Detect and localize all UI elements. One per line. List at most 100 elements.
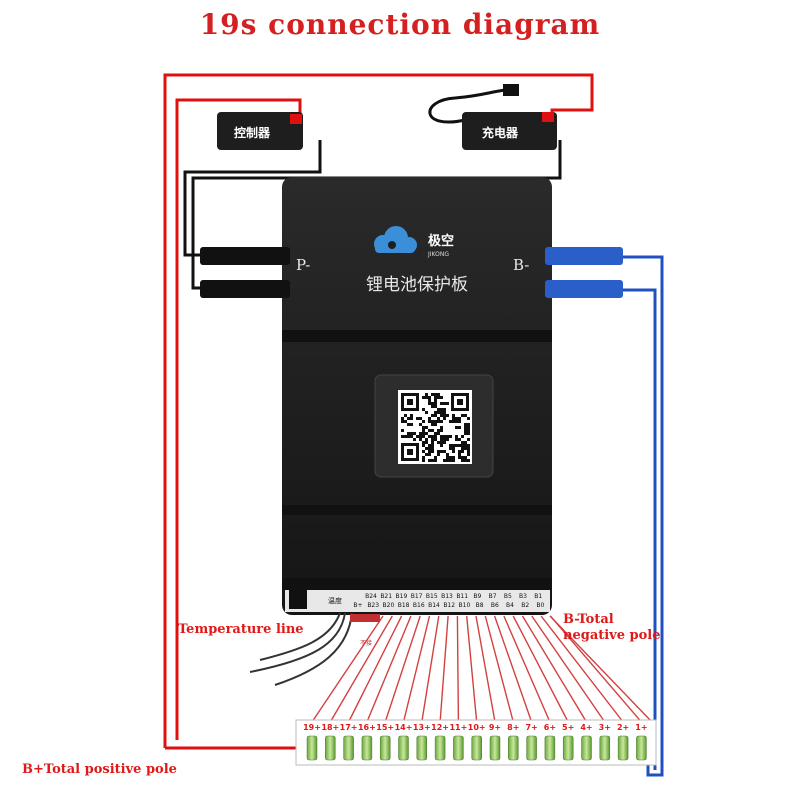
cell-terminal-label: 18+ (321, 723, 339, 732)
balance-wire (512, 615, 569, 723)
pin-label-bottom: B0 (536, 602, 544, 609)
b-total-positive-label: B+Total positive pole (22, 762, 177, 777)
b-minus-label: B- (513, 256, 529, 274)
cell-terminal-label: 2+ (617, 723, 629, 732)
brand-en: JIKONG (427, 251, 449, 258)
b-plus-red-wire (163, 73, 594, 748)
balance-wire (531, 615, 606, 723)
cell-terminal-label: 19+ (303, 723, 321, 732)
b-minus-cable-2 (545, 280, 623, 298)
pin-label-bottom: B4 (506, 602, 514, 609)
cell-terminal-label: 1+ (635, 723, 647, 732)
battery-cell (306, 735, 318, 761)
pin-label-top: B5 (504, 593, 512, 600)
pin-label-bottom: B16 (413, 602, 425, 609)
pin-label-top: B17 (411, 593, 423, 600)
balance-wire (503, 615, 551, 723)
balance-wire (421, 615, 440, 723)
pin-label-bottom: B23 (367, 602, 379, 609)
p-minus-cable-2 (200, 280, 290, 298)
battery-cell (379, 735, 391, 761)
temperature-line-label: Temperature line (178, 622, 304, 637)
pin-label-bottom: B12 (443, 602, 455, 609)
battery-cell (617, 735, 629, 761)
charger-box: 充电器 (428, 84, 557, 150)
battery-pack: 19+18+17+16+15+14+13+12+11+10+9+8+7+6+5+… (295, 719, 657, 766)
balance-wire-b0 (549, 615, 653, 723)
balance-wire (439, 615, 449, 723)
cell-terminal-label: 17+ (340, 723, 358, 732)
battery-cell (562, 735, 574, 761)
balance-wire (347, 615, 403, 723)
pin-label-bottom: B6 (491, 602, 499, 609)
p-minus-black-wire-1 (183, 140, 322, 257)
balance-wires (311, 615, 653, 723)
pin-label-bottom: B14 (428, 602, 440, 609)
battery-cell (434, 735, 446, 761)
temperature-sensor-wires (249, 612, 353, 686)
cell-terminal-label: 4+ (580, 723, 592, 732)
pin-label-top: B7 (489, 593, 497, 600)
balance-wire (311, 615, 384, 723)
pin-label-bottom: B2 (521, 602, 529, 609)
p-minus-black-wire-2 (191, 140, 562, 290)
balance-wire (484, 615, 514, 723)
cloud-logo-icon (374, 226, 417, 253)
balance-wire (366, 615, 412, 723)
battery-cell (526, 735, 537, 761)
b-minus-cable-1 (545, 247, 623, 265)
battery-cell (599, 735, 611, 761)
pin-label-top: B19 (396, 593, 408, 600)
controller-box: 控制器 (217, 112, 303, 150)
pin-label-top: B1 (534, 593, 542, 600)
p-minus-cable-1 (200, 247, 290, 265)
temperature-tag: 温度 (328, 596, 342, 605)
board-label: 锂电池保护板 (366, 275, 468, 295)
b-total-negative-label-2: negative pole (563, 628, 661, 643)
no-connect-tag: 不接 (360, 639, 372, 647)
pin-label-bottom: B+ (353, 602, 362, 609)
pin-label-top: B15 (426, 593, 438, 600)
battery-cell (489, 735, 501, 761)
diagram-title: 19s connection diagram (199, 8, 601, 41)
balance-wire (402, 615, 431, 723)
balance-wire (521, 615, 588, 723)
cell-terminal-label: 10+ (468, 723, 486, 732)
b-total-negative-label-1: B-Total (563, 612, 614, 627)
balance-wire (549, 615, 642, 723)
balance-wire (329, 615, 393, 723)
balance-wire (475, 615, 496, 723)
pin-label-bottom: B18 (398, 602, 410, 609)
cell-terminal-label: 5+ (562, 723, 574, 732)
battery-cell (544, 735, 556, 761)
pin-label-top: B13 (441, 593, 453, 600)
battery-cell (361, 735, 373, 761)
b-minus-blue-wire-2 (620, 288, 657, 770)
cell-terminal-label: 3+ (599, 723, 611, 732)
pin-label-top: B24 (365, 593, 377, 600)
battery-cell (343, 735, 354, 761)
cell-terminal-label: 13+ (413, 723, 431, 732)
balance-wire (384, 615, 421, 723)
cell-terminal-label: 12+ (431, 723, 449, 732)
pin-label-top: B3 (519, 593, 527, 600)
brand-cn: 极空 (428, 233, 454, 249)
pin-label-top: B11 (456, 593, 468, 600)
cell-terminal-label: 16+ (358, 723, 376, 732)
battery-cell (471, 735, 482, 761)
battery-cell (636, 735, 647, 761)
cell-terminal-label: 7+ (525, 723, 537, 732)
pin-label-bottom: B20 (383, 602, 395, 609)
pin-label-bottom: B8 (476, 602, 484, 609)
cell-terminal-label: 15+ (376, 723, 394, 732)
controller-red-wire (175, 98, 302, 740)
pin-label-bottom: B10 (459, 602, 471, 609)
battery-cell (508, 735, 519, 761)
unused-pins-marker (350, 614, 380, 622)
balance-wire (540, 615, 624, 723)
battery-cell (325, 735, 336, 761)
qr-code (398, 390, 472, 464)
